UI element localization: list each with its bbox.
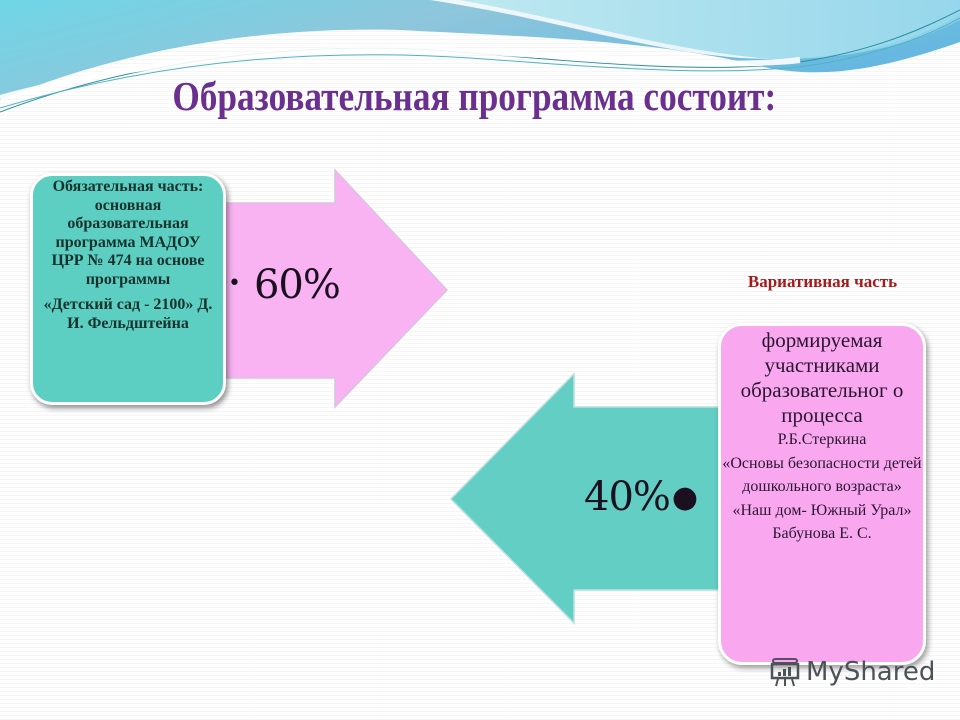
variative-description: формируемая участниками образовательног …: [740, 328, 904, 427]
mandatory-description: Обязательная часть: основная образовател…: [51, 178, 205, 288]
watermark: MyShared: [768, 655, 935, 689]
variative-part-box: формируемая участниками образовательног …: [718, 323, 926, 665]
bullet-icon: •: [228, 271, 241, 296]
variative-program-1: «Основы безопасности детей дошкольного в…: [722, 454, 922, 496]
slide-title: Образовательная программа состоит:: [172, 73, 777, 119]
presentation-board-icon: [770, 658, 800, 687]
mandatory-program-name: «Детский сад - 2100» Д. И. Фельдштейна: [43, 296, 213, 332]
variative-program-2: «Наш дом- Южный Урал»: [732, 501, 912, 519]
mandatory-part-box: Обязательная часть: основная образовател…: [30, 173, 226, 405]
variative-percent-value: 40%: [584, 474, 671, 520]
watermark-text: MyShared: [806, 657, 936, 687]
mandatory-percent-value: 60%: [253, 262, 341, 308]
bullet-icon: ●: [671, 480, 698, 515]
variative-part-label: Вариативная часть: [747, 272, 898, 291]
variative-author-1: Р.Б.Стеркина: [777, 431, 867, 448]
mandatory-percent: • 60%: [228, 262, 341, 308]
variative-author-2: Бабунова Е. С.: [772, 525, 872, 542]
variative-percent: 40%●: [584, 474, 698, 520]
header-wave-decoration: [0, 0, 960, 113]
